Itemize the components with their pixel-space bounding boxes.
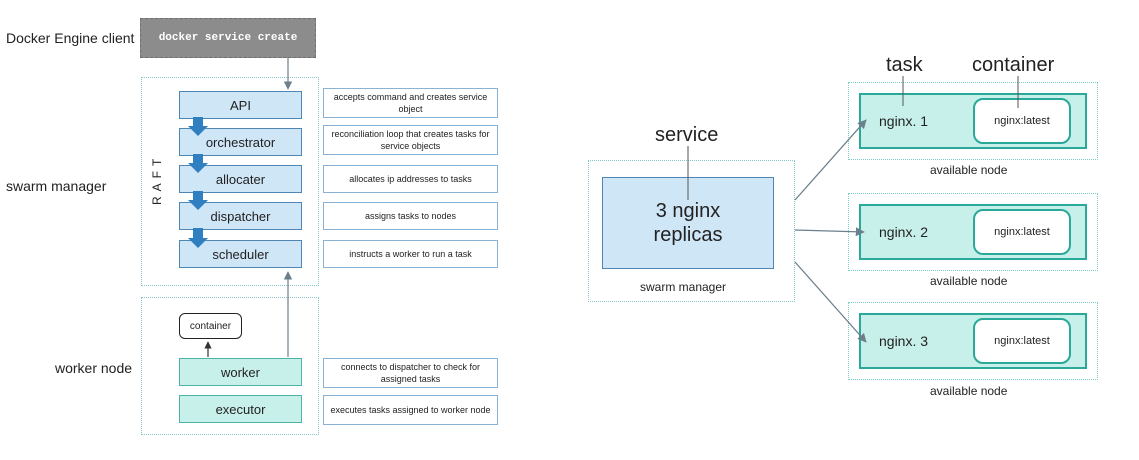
task-label: task bbox=[886, 54, 923, 76]
dispatcher-description: assigns tasks to nodes bbox=[323, 202, 498, 230]
node-2-caption: available node bbox=[930, 274, 1008, 288]
api-component: API bbox=[179, 91, 302, 119]
api-description: accepts command and creates service obje… bbox=[323, 88, 498, 118]
swarm-manager-service-region bbox=[588, 160, 795, 302]
service-to-node-1-arrow bbox=[794, 119, 867, 201]
allocater-description: allocates ip addresses to tasks bbox=[323, 165, 498, 193]
pipeline-arrows bbox=[188, 117, 208, 248]
container-box: container bbox=[179, 313, 242, 339]
node-3-caption: available node bbox=[930, 384, 1008, 398]
node-1-task-box: nginx. 1 nginx:latest bbox=[859, 93, 1087, 149]
service-box-line1: 3 nginx bbox=[655, 200, 721, 222]
docker-service-create-command: docker service create bbox=[140, 18, 316, 58]
worker-node-region bbox=[141, 297, 319, 435]
available-node-1: nginx. 1 nginx:latest bbox=[848, 82, 1098, 160]
node-2-container-box: nginx:latest bbox=[973, 209, 1071, 255]
orchestrator-description: reconciliation loop that creates tasks f… bbox=[323, 125, 498, 155]
service-to-node-2-arrow bbox=[794, 227, 865, 237]
docker-engine-client-label: Docker Engine client bbox=[6, 30, 135, 46]
swarm-manager-label: swarm manager bbox=[6, 178, 107, 194]
swarm-manager-region bbox=[141, 77, 319, 286]
api-to-orchestrator-arrow bbox=[188, 117, 208, 136]
service-label: service bbox=[655, 124, 719, 146]
allocater-to-dispatcher-arrow bbox=[188, 191, 208, 210]
worker-component: worker bbox=[179, 358, 302, 386]
service-box-line2: replicas bbox=[653, 224, 723, 246]
container-label: container bbox=[972, 54, 1055, 76]
service-to-node-3-arrow bbox=[794, 261, 867, 343]
dispatcher-to-scheduler-arrow bbox=[188, 228, 208, 248]
node-1-task-label: nginx. 1 bbox=[879, 113, 929, 129]
executor-description: executes tasks assigned to worker node bbox=[323, 395, 498, 425]
orchestrator-to-allocater-arrow bbox=[188, 154, 208, 173]
node-2-task-box: nginx. 2 nginx:latest bbox=[859, 204, 1087, 260]
node-3-container-box: nginx:latest bbox=[973, 318, 1071, 364]
node-1-container-box: nginx:latest bbox=[973, 98, 1071, 144]
node-3-task-label: nginx. 3 bbox=[879, 333, 929, 349]
available-node-2: nginx. 2 nginx:latest bbox=[848, 193, 1098, 271]
node-1-caption: available node bbox=[930, 163, 1008, 177]
service-swarm-manager-label: swarm manager bbox=[640, 280, 727, 294]
worker-description: connects to dispatcher to check for assi… bbox=[323, 358, 498, 388]
executor-component: executor bbox=[179, 395, 302, 423]
worker-node-label: worker node bbox=[55, 360, 133, 376]
node-2-task-label: nginx. 2 bbox=[879, 224, 929, 240]
scheduler-description: instructs a worker to run a task bbox=[323, 240, 498, 268]
